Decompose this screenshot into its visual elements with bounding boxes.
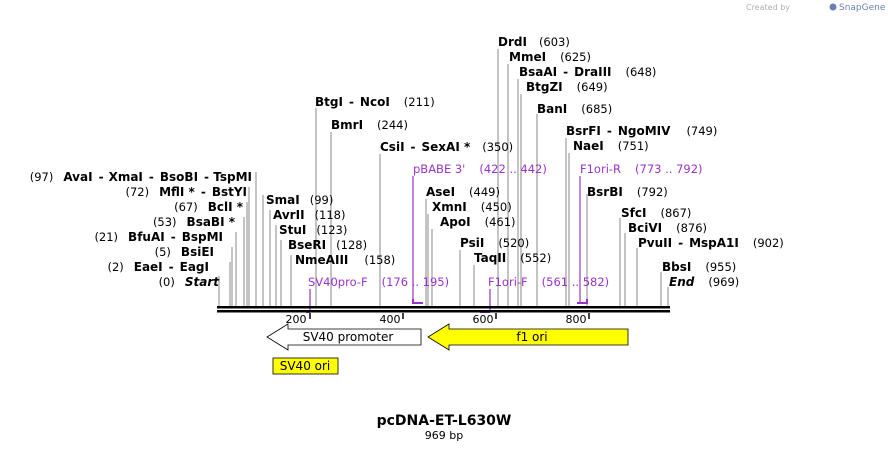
- site-bsrbi[interactable]: BsrBI(792): [587, 185, 668, 199]
- feature-sv40-promoter[interactable]: SV40 promoter: [266, 323, 422, 351]
- sv40-promoter-label: SV40 promoter: [303, 330, 394, 344]
- sequence-backbone: [217, 306, 670, 313]
- sv40-ori-label: SV40 ori: [280, 359, 331, 373]
- site-eaei-eagi[interactable]: (2)EaeI-EagI: [107, 260, 209, 274]
- site-bani[interactable]: BanI(685): [537, 102, 612, 116]
- site-labels-left: (0)Start (2)EaeI-EagI (5)BsiEI (21)BfuAI…: [30, 170, 252, 289]
- f1-ori-label: f1 ori: [516, 330, 547, 344]
- backbone-top-strand: [217, 306, 670, 309]
- site-xmni[interactable]: XmnI(450): [432, 200, 512, 214]
- site-naei[interactable]: NaeI(751): [573, 139, 649, 153]
- site-smai[interactable]: SmaI(99): [266, 193, 333, 207]
- site-nmeaiii[interactable]: NmeAIII(158): [295, 253, 395, 267]
- site-bcivi[interactable]: BciVI(876): [628, 221, 707, 235]
- site-bsaai-draiii[interactable]: BsaAI-DraIII(648): [519, 65, 656, 79]
- site-bcli[interactable]: (67)BclI *: [174, 200, 244, 214]
- site-avrii[interactable]: AvrII(118): [273, 208, 345, 222]
- primer-pbabe3[interactable]: pBABE 3'(422 .. 442): [413, 162, 547, 176]
- primer-f1ori-r[interactable]: F1ori-R(773 .. 792): [580, 162, 703, 176]
- site-end[interactable]: End(969): [669, 275, 739, 289]
- site-labels-right: SmaI(99) AvrII(118) StuI(123) BseRI(128)…: [266, 35, 784, 289]
- site-psii[interactable]: PsiI(520): [460, 236, 529, 250]
- sv40-promoter-arrow[interactable]: [266, 323, 422, 351]
- site-bseri[interactable]: BseRI(128): [288, 238, 367, 252]
- tick-label-400: 400: [380, 313, 401, 326]
- site-bsiei[interactable]: (5)BsiEI: [155, 245, 214, 259]
- site-start[interactable]: (0)Start: [159, 275, 221, 289]
- tick-label-600: 600: [473, 313, 494, 326]
- f1-ori-arrow[interactable]: [427, 323, 629, 351]
- site-bmri[interactable]: BmrI(244): [331, 118, 408, 132]
- backbone-bottom-strand: [217, 310, 670, 313]
- site-pvuii-mspa1i[interactable]: PvuII-MspA1I(902): [638, 236, 784, 250]
- snapgene-logo-icon: [829, 3, 837, 11]
- site-drdi[interactable]: DrdI(603): [498, 35, 570, 49]
- credit-prefix: Created by: [746, 3, 790, 12]
- feature-f1-ori[interactable]: f1 ori: [427, 323, 629, 351]
- tick-label-800: 800: [566, 313, 587, 326]
- site-btgzi[interactable]: BtgZI(649): [526, 80, 608, 94]
- tick-label-200: 200: [286, 313, 307, 326]
- primer-f1ori-f[interactable]: F1ori-F(561 .. 582): [488, 275, 609, 289]
- site-apoi[interactable]: ApoI(461): [440, 215, 516, 229]
- ruler: 200 400 600 800: [286, 313, 590, 326]
- site-mmei[interactable]: MmeI(625): [509, 50, 591, 64]
- site-bsrfi-ngomiv[interactable]: BsrFI-NgoMIV(749): [566, 124, 717, 138]
- credit-brand: SnapGene: [839, 3, 886, 13]
- f1ori-r-arrow[interactable]: [577, 299, 588, 304]
- feature-sv40-ori[interactable]: SV40 ori: [272, 357, 339, 375]
- site-asei[interactable]: AseI(449): [426, 185, 500, 199]
- site-taqii[interactable]: TaqII(552): [474, 251, 551, 265]
- map-length: 969 bp: [425, 429, 463, 442]
- snapgene-credit[interactable]: Created by SnapGene: [746, 3, 886, 13]
- site-avai-xmai-bsobi-tspmi[interactable]: (97)AvaI-XmaI-BsoBI-TspMI: [30, 170, 252, 184]
- site-bsabi[interactable]: (53)BsaBI *: [153, 215, 236, 229]
- site-bbsi[interactable]: BbsI(955): [662, 260, 736, 274]
- site-lines: [218, 49, 669, 308]
- site-mfli-bstyi[interactable]: (72)MflI *-BstYI: [125, 185, 247, 199]
- sv40-ori-box[interactable]: [272, 357, 339, 375]
- site-csii-sexai[interactable]: CsiI-SexAI *(350): [380, 140, 513, 154]
- primer-labels: pBABE 3'(422 .. 442) F1ori-R(773 .. 792)…: [308, 162, 703, 289]
- site-btgi-ncoi[interactable]: BtgI-NcoI(211): [315, 95, 435, 109]
- site-stui[interactable]: StuI(123): [279, 223, 347, 237]
- site-bfuai-bspmi[interactable]: (21)BfuAI-BspMI: [94, 230, 223, 244]
- site-sfci[interactable]: SfcI(867): [621, 206, 691, 220]
- map-title: pcDNA-ET-L630W: [377, 413, 512, 429]
- primer-sv40pro-f[interactable]: SV40pro-F(176 .. 195): [308, 275, 449, 289]
- pbabe3-arrow[interactable]: [412, 299, 423, 304]
